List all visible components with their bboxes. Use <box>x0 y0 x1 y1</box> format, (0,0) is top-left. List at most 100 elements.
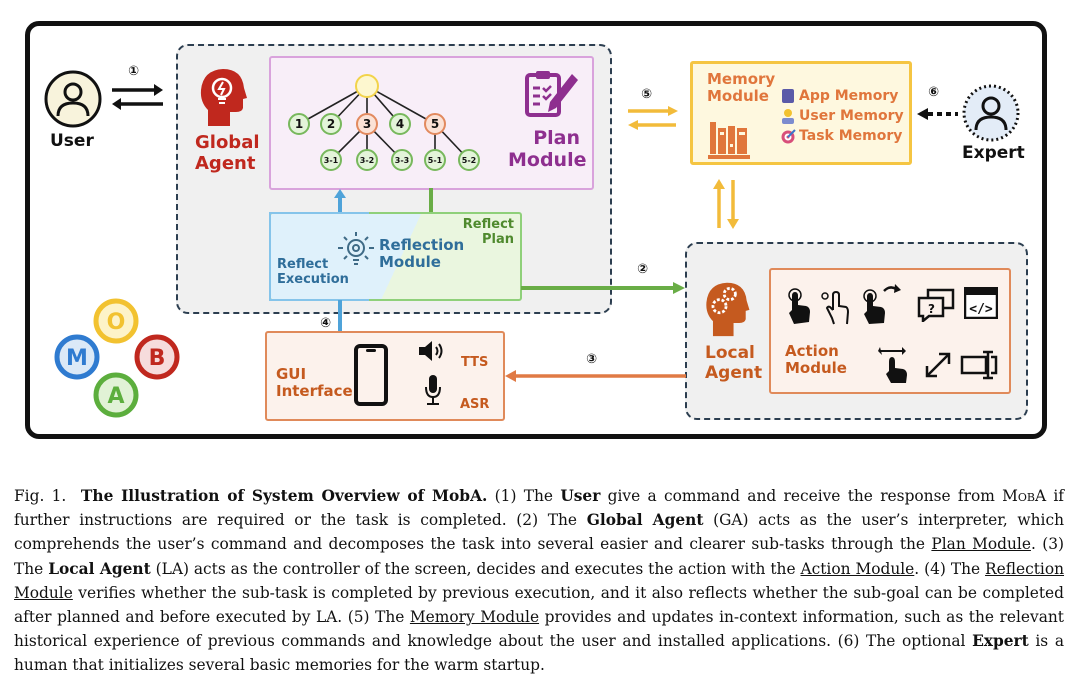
plan-module-label-line2: Module <box>508 148 587 171</box>
plan-node-3-2: 3-2 <box>356 149 378 171</box>
global-agent-head-icon <box>198 66 248 128</box>
tap-icon <box>786 288 812 326</box>
caption-moba: MobA <box>1002 487 1047 505</box>
reflection-module-blue-edge <box>269 212 369 301</box>
local-to-gui-arrow <box>505 370 686 382</box>
step-1-marker: ① <box>128 64 140 79</box>
caption-reflection-module: Reflection Module <box>14 559 1065 602</box>
plan-node-1: 1 <box>288 113 310 135</box>
books-icon <box>708 120 750 160</box>
local-agent-head-gears-icon <box>703 280 751 338</box>
asr-label: ASR <box>460 397 490 412</box>
memory-module-label-line1: Memory <box>707 70 776 88</box>
reflection-to-local-arrow <box>521 282 685 294</box>
global-agent-label-line1: Global <box>195 132 260 153</box>
plan-reflection-connectors <box>334 188 433 214</box>
microphone-icon <box>424 374 442 406</box>
caption-title: The Illustration of System Overview of M… <box>80 487 488 505</box>
reflect-execution-line1: Reflect <box>277 257 329 272</box>
task-memory-target-icon <box>780 128 796 144</box>
reflect-plan-line1: Reflect <box>462 217 514 232</box>
action-module-label-line1: Action <box>785 342 839 360</box>
clipboard-pencil-icon <box>524 68 580 118</box>
gui-interface-label-line1: GUI <box>276 365 307 383</box>
caption-memory-module: Memory Module <box>409 608 540 627</box>
long-press-icon <box>820 290 850 326</box>
caption-fig-number: Fig. 1. <box>14 487 67 505</box>
drag-icon <box>878 346 910 384</box>
global-agent-label: Global Agent <box>195 132 260 174</box>
plan-node-2: 2 <box>320 113 342 135</box>
memory-local-arrows <box>713 179 739 229</box>
step-2-marker: ② <box>637 262 649 277</box>
logo-letter-m: M <box>66 346 88 371</box>
memory-module <box>690 61 912 165</box>
caption-action-module: Action Module <box>800 559 915 578</box>
reflection-module <box>269 212 522 301</box>
caption-text: verifies whether the sub-task is complet… <box>14 583 1064 627</box>
reflect-plan-line2: Plan <box>481 231 514 247</box>
user-label: User <box>50 131 94 151</box>
logo-letter-a: A <box>107 384 124 409</box>
logo-letter-b: B <box>149 346 166 371</box>
caption-text: . (3) The <box>14 535 1064 578</box>
user-avatar-icon <box>44 70 102 128</box>
plan-module-label-line1: Plan <box>533 127 580 149</box>
caption-user: User <box>560 487 601 505</box>
step-5-marker: ⑤ <box>641 87 653 102</box>
plan-node-3: 3 <box>356 113 378 135</box>
caption-text: . (4) The <box>914 559 986 578</box>
figure-caption: Fig. 1. The Illustration of System Overv… <box>14 484 1064 678</box>
svg-text:?: ? <box>928 302 935 316</box>
local-agent-label-line2: Agent <box>705 362 763 383</box>
reflection-module-label: Reflection Module <box>379 236 465 272</box>
step-6-marker: ⑥ <box>928 85 940 100</box>
plan-node-3-1: 3-1 <box>320 149 342 171</box>
resize-icon <box>923 350 953 380</box>
global-agent-label-line2: Agent <box>195 152 256 174</box>
user-memory-icon <box>781 108 795 124</box>
local-agent-label-line1: Local <box>705 343 755 363</box>
plan-node-5-2: 5-2 <box>458 149 480 171</box>
user-global-arrows <box>112 84 163 110</box>
plan-node-3-3: 3-3 <box>391 149 413 171</box>
user-memory-label: User Memory <box>799 108 904 124</box>
code-window-icon: </> <box>963 286 999 320</box>
task-memory-label: Task Memory <box>799 128 903 144</box>
caption-global-agent: Global Agent <box>586 511 704 530</box>
speaker-icon <box>418 340 448 362</box>
lightbulb-gear-icon <box>336 230 376 272</box>
expert-label: Expert <box>962 143 1025 163</box>
caption-plan-module: Plan Module <box>931 535 1031 554</box>
gui-interface-label-line2: Interface <box>276 382 353 401</box>
local-agent-label: Local Agent <box>705 343 763 383</box>
expert-memory-dashed-arrow <box>917 108 958 120</box>
logo-letter-o: O <box>107 310 126 335</box>
reflect-execution-label: Reflect Execution <box>277 257 349 288</box>
smartphone-icon <box>354 344 388 406</box>
tts-label: TTS <box>461 355 489 370</box>
action-module-label: Action Module <box>785 342 847 378</box>
plan-node-5-1: 5-1 <box>424 149 446 171</box>
dialog-help-icon: ? <box>917 288 955 324</box>
step-3-marker: ③ <box>586 352 598 367</box>
reflection-module-label-line2: Module <box>379 253 441 272</box>
gui-interface-label: GUI Interface <box>276 365 353 401</box>
memory-module-label: Memory Module <box>707 70 776 106</box>
plan-node-4: 4 <box>389 113 411 135</box>
caption-text: give a command and receive the response … <box>600 487 1003 505</box>
caption-text: (1) The <box>487 487 561 505</box>
app-memory-icon <box>782 89 794 103</box>
reflection-module-label-line1: Reflection <box>379 236 465 254</box>
caption-text: provides and updates in-context informat… <box>14 608 1064 651</box>
reflection-gui-connector <box>338 300 342 332</box>
action-module-label-line2: Module <box>785 359 847 378</box>
global-memory-arrows <box>628 106 678 130</box>
swipe-icon <box>862 283 902 325</box>
caption-text: (LA) acts as the controller of the scree… <box>150 559 801 578</box>
plan-module-label: Plan Module <box>508 127 587 172</box>
reflect-plan-label: Reflect Plan <box>450 217 514 248</box>
text-input-icon <box>960 350 998 380</box>
plan-tree-root <box>355 74 379 98</box>
caption-expert: Expert <box>972 632 1029 651</box>
